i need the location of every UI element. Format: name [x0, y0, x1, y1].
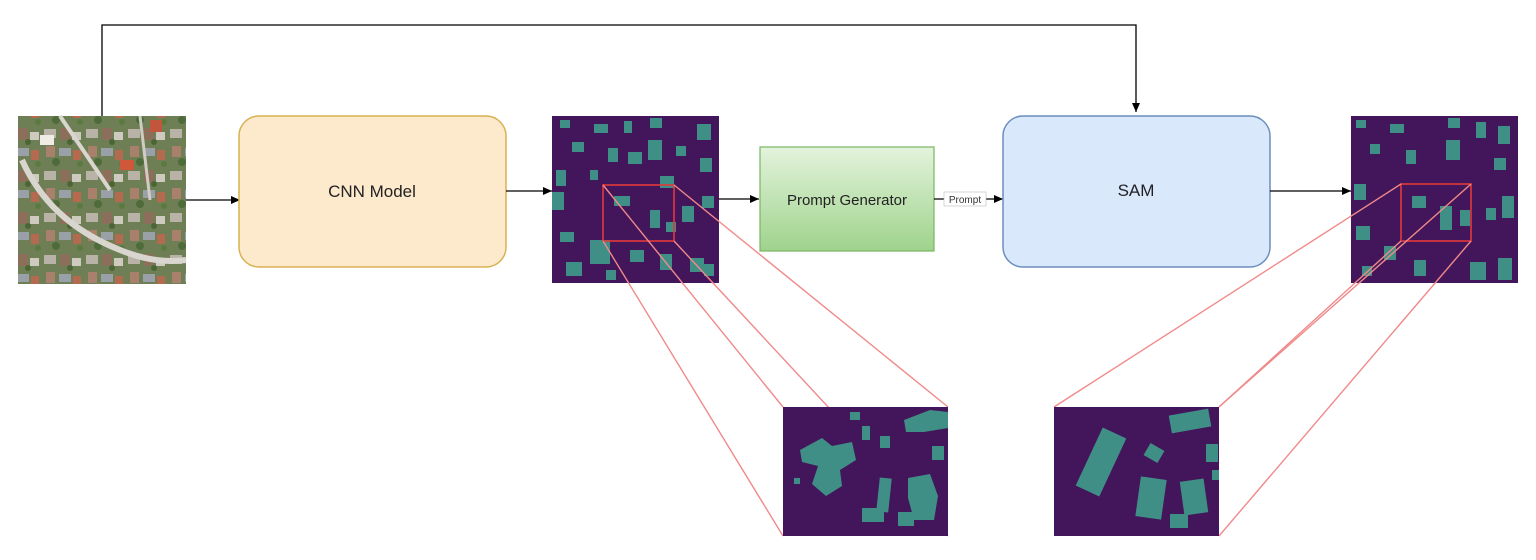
sam-output-mask	[1351, 116, 1518, 283]
cnn-zoomed-mask	[783, 407, 948, 536]
cnn-model-label: CNN Model	[328, 182, 416, 201]
prompt-generator-label: Prompt Generator	[787, 192, 907, 209]
sam-zoomed-mask	[1054, 407, 1219, 536]
sam-zoom-connectors	[1053, 183, 1472, 537]
edge-input-to-sam	[101, 24, 1140, 116]
sam-highlight-box	[1400, 183, 1472, 242]
prompt-generator-box: Prompt Generator	[759, 146, 935, 252]
cnn-output-mask	[552, 116, 719, 283]
input-aerial-image	[18, 114, 187, 284]
cnn-model-box: CNN Model	[238, 115, 507, 268]
sam-box: SAM	[1002, 115, 1271, 268]
prompt-edge-label: Prompt	[949, 195, 981, 206]
sam-label: SAM	[1118, 181, 1155, 200]
cnn-highlight-box	[602, 184, 675, 242]
